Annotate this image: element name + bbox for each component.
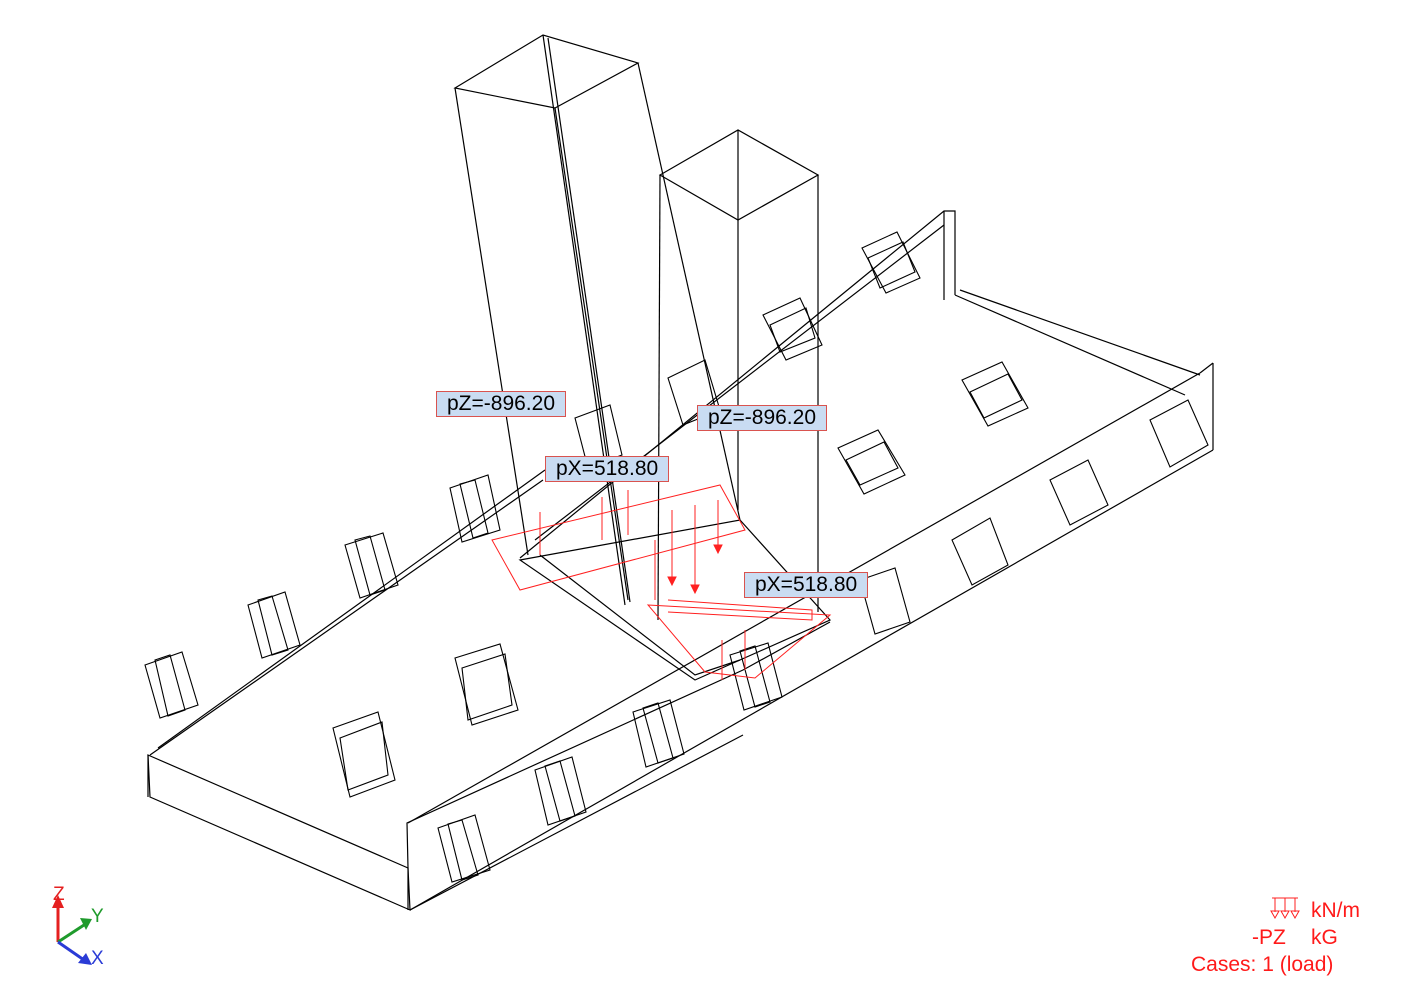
legend-unit-mass: kG: [1311, 926, 1338, 949]
load-symbol-icon: [1270, 897, 1300, 920]
legend-unit-load: kN/m: [1311, 899, 1360, 922]
legend-cases: Cases: 1 (load): [1191, 953, 1334, 976]
inclined-column: [453, 34, 741, 606]
center-plate: [518, 519, 831, 681]
load-area-px-upper: [491, 484, 746, 591]
load-diagrams: [491, 484, 832, 680]
load-label-pz-left: pZ=-896.20: [436, 391, 566, 417]
upper-slab-outline: [519, 210, 956, 559]
load-area-px-lower: [646, 604, 832, 679]
load-label-pz-right: pZ=-896.20: [697, 405, 827, 431]
load-label-px-upper: pX=518.80: [545, 456, 670, 482]
axis-z-label: Z: [53, 884, 65, 905]
anchor-bolts: [144, 399, 1209, 883]
base-slab-top-edge: [149, 479, 544, 756]
axis-triad: [52, 895, 92, 965]
anchor-bolts-upper: [332, 231, 1029, 798]
load-label-px-lower: pX=518.80: [744, 572, 869, 598]
legend-direction: -PZ: [1252, 926, 1286, 949]
structure-wireframe: [144, 34, 1214, 911]
vertical-column: [657, 129, 820, 621]
axis-x-label: X: [91, 948, 104, 969]
base-slab-outline: [147, 754, 411, 911]
axis-y-label: Y: [91, 906, 104, 927]
